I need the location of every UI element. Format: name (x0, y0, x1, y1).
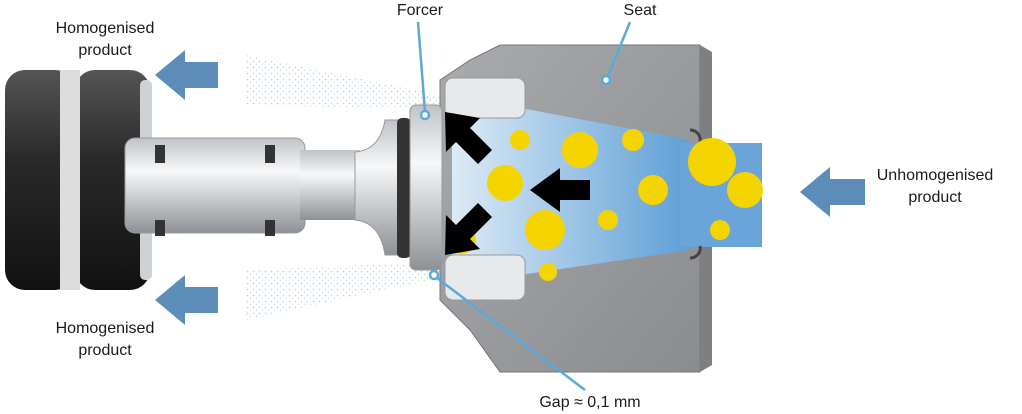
label-homogenised-top: Homogenised product (55, 20, 155, 59)
spray-bottom (245, 262, 440, 320)
label-unhomogenised: Unhomogenised product (876, 167, 994, 206)
label-gap: Gap ≈ 0,1 mm (539, 394, 641, 411)
force-arrows (445, 112, 590, 255)
label-seat: Seat (623, 2, 657, 19)
label-forcer: Forcer (396, 2, 444, 19)
leader-lines (416, 21, 632, 391)
spray-top (245, 55, 440, 110)
label-homogenised-bottom: Homogenised product (55, 320, 155, 359)
forcer-shaft (124, 104, 443, 271)
flow-arrows (155, 50, 865, 325)
